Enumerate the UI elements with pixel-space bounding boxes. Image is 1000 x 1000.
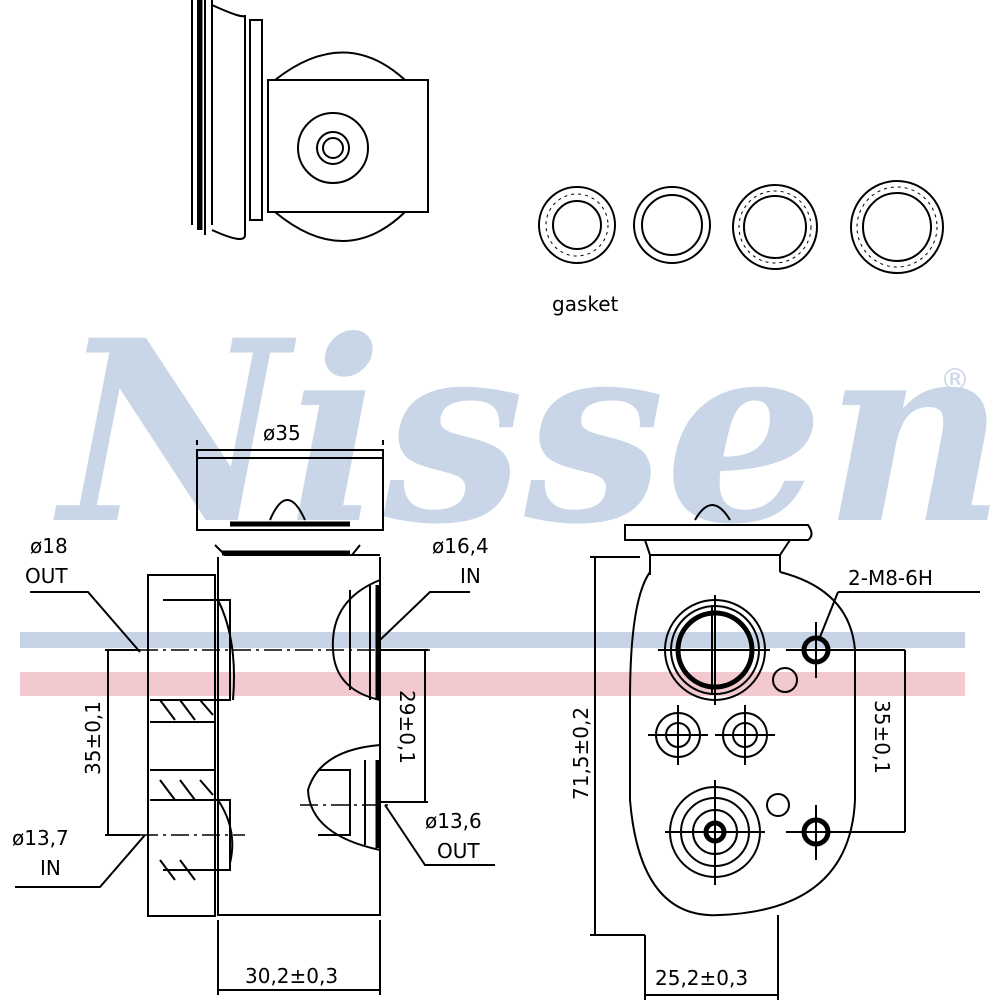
dim-35-left: 35±0,1 [81, 701, 105, 775]
blue-stripe [20, 632, 965, 648]
red-stripe [20, 672, 965, 696]
out-label-1: OUT [25, 564, 68, 588]
dim-35-right: 35±0,1 [870, 700, 894, 774]
dim-25-2: 25,2±0,3 [655, 966, 748, 990]
dim-30-2: 30,2±0,3 [245, 964, 338, 988]
front-view [590, 504, 980, 1000]
in-label-2: IN [40, 856, 61, 880]
top-view-valve [191, 0, 429, 242]
out-label-2: OUT [437, 839, 480, 863]
watermark-logo: Nissens [53, 285, 1000, 579]
gasket-1 [538, 186, 616, 264]
diameter-13-6-label: ø13,6 [425, 809, 482, 833]
diameter-16-4-label: ø16,4 [432, 534, 489, 558]
dim-71-5: 71,5±0,2 [569, 707, 593, 800]
registered-mark: ® [940, 363, 970, 398]
diameter-18-label: ø18 [30, 534, 68, 558]
gasket-3 [732, 184, 818, 270]
diameter-13-7-label: ø13,7 [12, 826, 69, 850]
gasket-label: gasket [552, 292, 619, 316]
side-section-view [15, 440, 495, 995]
diameter-35-label: ø35 [263, 421, 301, 445]
thread-label: 2-M8-6H [848, 566, 933, 590]
gaskets: gasket [538, 180, 944, 316]
in-label-1: IN [460, 564, 481, 588]
dim-29: 29±0,1 [395, 690, 419, 764]
gasket-4 [850, 180, 944, 274]
gasket-2 [633, 186, 711, 264]
